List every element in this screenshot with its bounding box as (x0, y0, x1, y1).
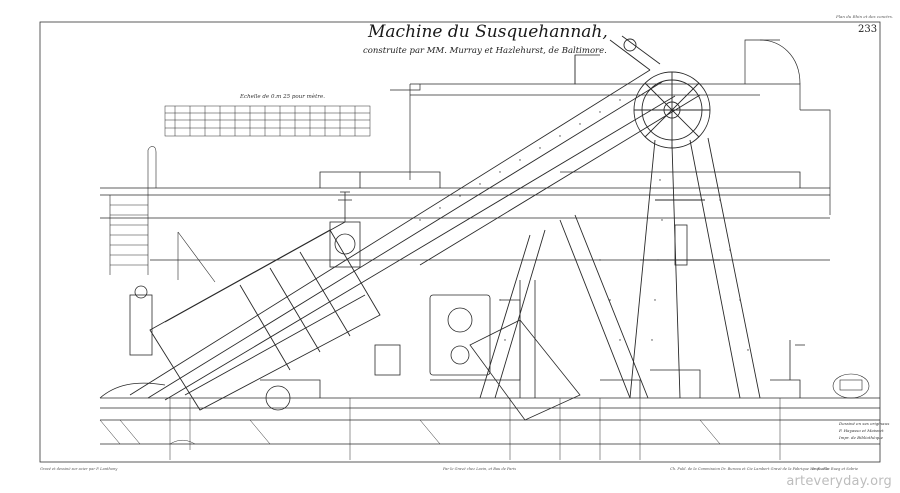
credit-right-printer: Imp. chez Rueg et Sobrie (812, 467, 859, 471)
library-stamp (832, 373, 870, 399)
valve-chest (329, 191, 361, 268)
watermark: arteveryday.org (786, 474, 892, 489)
stamp-note-line: Impr. de Bibliothèque (839, 435, 883, 440)
credit-left: Gravé et dessiné sur acier par P. Lantho… (40, 467, 118, 471)
plate-number: 233 (858, 24, 878, 35)
foundation (99, 398, 781, 460)
plate-subtitle: construite par MM. Murray et Hazlehurst,… (363, 46, 607, 56)
decks (100, 171, 880, 445)
plate-title: Machine du Susquehannah, (368, 22, 608, 42)
staircase (109, 146, 216, 283)
main-cylinder (149, 221, 381, 411)
inclined-beam (129, 69, 701, 401)
scale-label: Echelle de 0.m 25 pour mètre. (240, 94, 325, 100)
stamp-note: Dessiné en ses originaux F. Hayasso et M… (839, 420, 889, 441)
credit-right: Ch. Publ. de la Commission Dr. Bureau et… (670, 467, 829, 471)
flywheel (609, 35, 711, 149)
a-frame (479, 137, 761, 399)
corner-note: Plan du Rhin et des conctrs. (836, 14, 894, 19)
stamp-note-line: Dessiné en ses originaux (839, 421, 890, 426)
lower-machinery (429, 224, 805, 421)
plate-border (39, 21, 881, 463)
upper-framework (390, 39, 831, 215)
rivet-dots (419, 99, 749, 351)
left-assembly (99, 285, 401, 411)
scale-bar (164, 105, 371, 137)
credit-middle: Par le Gravé chez Lavin, et Bau de Paris (443, 467, 517, 471)
stamp-note-line: F. Hayasso et Maisnet (839, 428, 884, 433)
